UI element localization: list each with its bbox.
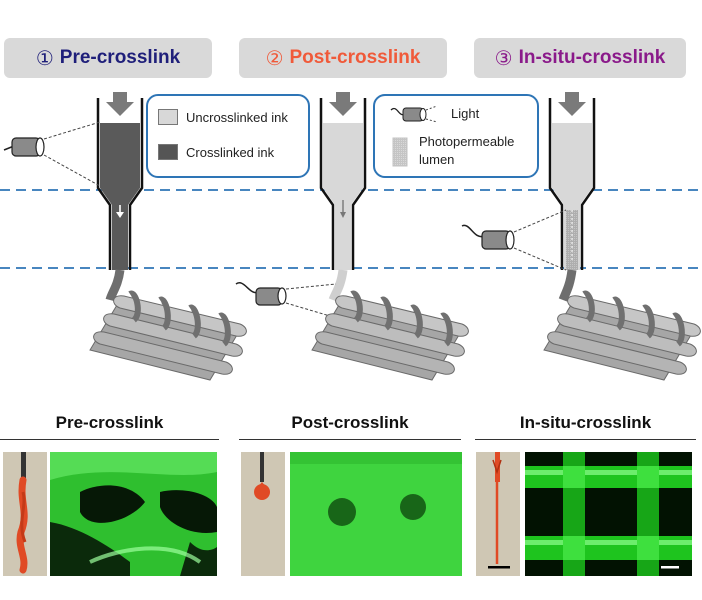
tab-in-situ-crosslink: ③ In-situ-crosslink (474, 38, 686, 78)
ink-droplet (254, 452, 270, 500)
syringe-pre-crosslink (96, 98, 144, 302)
legend-ink: Uncrosslinked ink Crosslinked ink (146, 94, 310, 178)
step-number-2: ② (265, 47, 284, 70)
down-arrow-icon (106, 92, 134, 116)
legend-light: Light Photopermeable lumen (373, 94, 539, 178)
panel-title-in-situ: In-situ-crosslink (475, 413, 696, 440)
step-number-3: ③ (494, 47, 513, 70)
tab-label: Pre-crosslink (59, 47, 181, 68)
syringe-in-situ-crosslink (548, 98, 596, 302)
nozzle-photo-in-situ (476, 452, 520, 576)
fluorescence-image-in-situ (525, 452, 692, 576)
nozzle-photo-post (241, 452, 285, 576)
step-number-1: ① (35, 47, 54, 70)
syringe-post-crosslink (319, 98, 367, 302)
green-fluorescent-blurred (290, 452, 462, 576)
fluorescence-image-post (290, 452, 462, 576)
fluorescence-image-pre (50, 452, 217, 576)
tab-label: Post-crosslink (289, 47, 421, 68)
green-fluorescent-grid (525, 452, 692, 576)
green-fluorescent-lattice (50, 452, 217, 576)
light-icon (390, 105, 438, 167)
panel-title-post: Post-crosslink (239, 413, 461, 440)
nozzle-photo-pre (3, 452, 47, 576)
panel-title-pre: Pre-crosslink (0, 413, 219, 440)
legend-light-label: Light (451, 106, 480, 121)
down-arrow-icon (558, 92, 586, 116)
extruded-filament (16, 452, 28, 574)
printed-lattice-2 (311, 290, 469, 381)
legend-lumen-label-1: Photopermeable (419, 134, 515, 149)
light-source-icon (461, 209, 567, 271)
down-arrow-icon (329, 92, 357, 116)
light-source-icon (235, 282, 337, 317)
crosslinked-swatch (158, 144, 178, 160)
tab-pre-crosslink: ① Pre-crosslink (4, 38, 212, 78)
continuous-filament (488, 452, 510, 569)
scale-bar (661, 566, 679, 569)
printed-lattice-1 (89, 290, 247, 381)
legend-crosslinked-label: Crosslinked ink (186, 144, 275, 160)
uncrosslinked-swatch (158, 109, 178, 125)
tab-label: In-situ-crosslink (518, 47, 666, 68)
scale-bar (488, 566, 510, 569)
light-source-icon (3, 121, 101, 187)
legend-lumen-label-2: lumen (419, 152, 455, 167)
printed-lattice-3 (543, 290, 701, 381)
tab-post-crosslink: ② Post-crosslink (239, 38, 447, 78)
legend-uncrosslinked-label: Uncrosslinked ink (186, 109, 288, 125)
